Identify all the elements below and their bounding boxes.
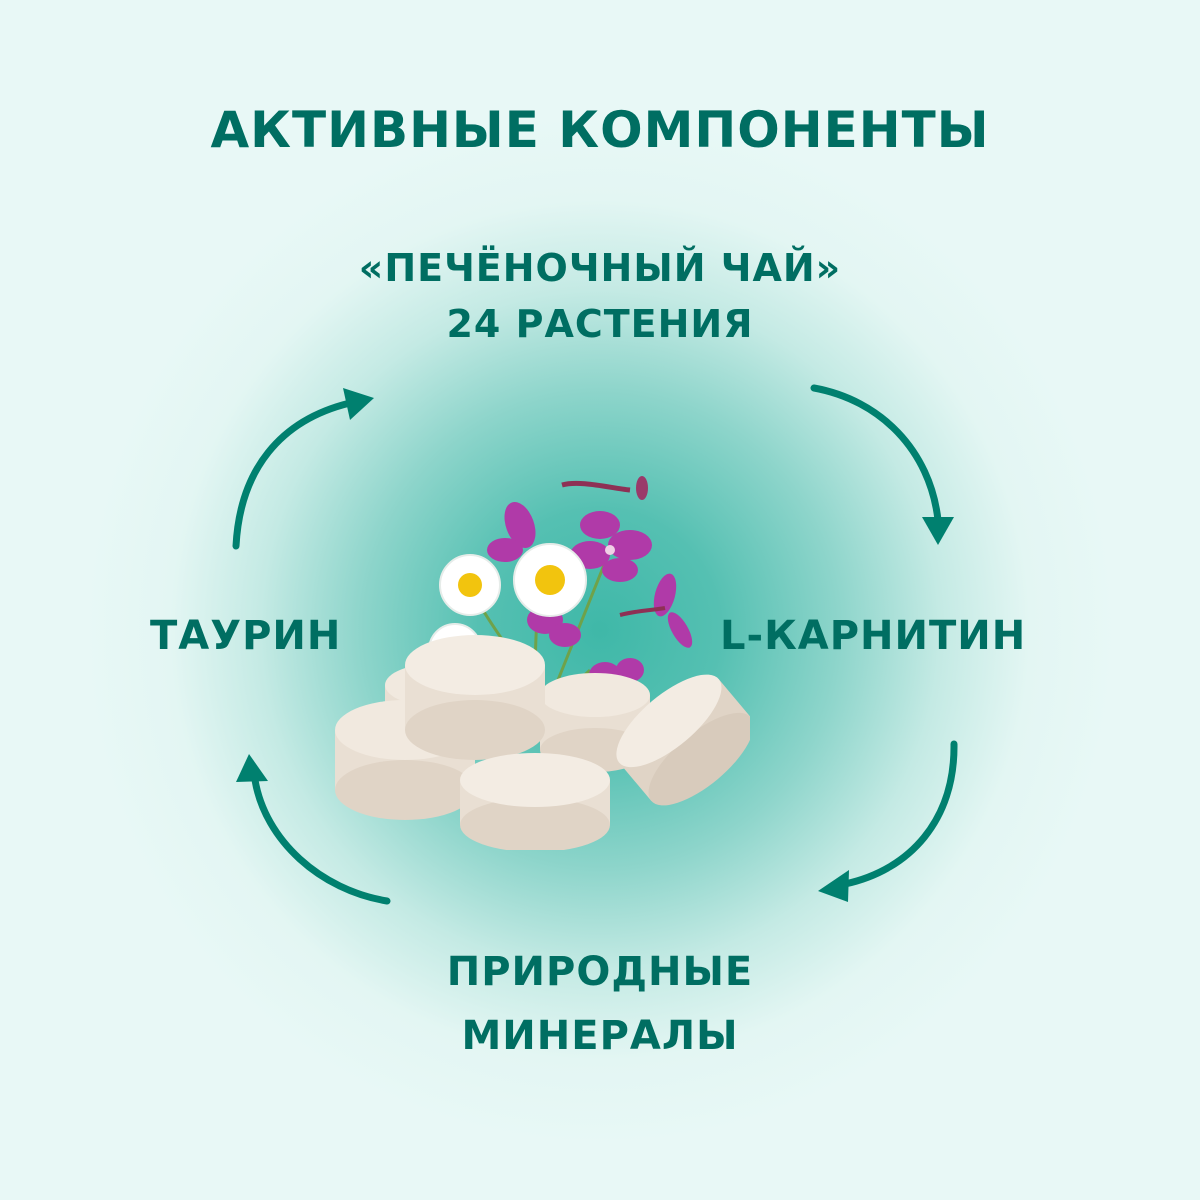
arrow-top-right-icon: [810, 384, 954, 545]
tablet: [616, 674, 750, 806]
component-minerals-line1: ПРИРОДНЫЕ: [446, 949, 754, 995]
component-l-carnitine: L-КАРНИТИН: [720, 613, 1027, 659]
component-liver-tea-count: 24 РАСТЕНИЯ: [446, 302, 754, 346]
tablets-icon: [335, 635, 750, 850]
arrow-top-left-icon: [232, 388, 374, 550]
component-liver-tea: «ПЕЧЁНОЧНЫЙ ЧАЙ» 24 РАСТЕНИЯ: [0, 240, 1200, 352]
product-image: [335, 476, 750, 850]
fireweed-flowers-icon: [487, 476, 693, 688]
tablet: [460, 753, 610, 850]
component-minerals-line2: МИНЕРАЛЫ: [461, 1013, 739, 1059]
tablet: [405, 635, 545, 760]
component-minerals: ПРИРОДНЫЕ МИНЕРАЛЫ: [0, 940, 1200, 1068]
component-taurine: ТАУРИН: [150, 613, 342, 659]
arrow-bottom-left-icon: [236, 754, 391, 905]
page-title: АКТИВНЫЕ КОМПОНЕНТЫ: [210, 101, 990, 159]
arrow-bottom-right-icon: [818, 740, 958, 902]
component-liver-tea-name: «ПЕЧЁНОЧНЫЙ ЧАЙ»: [358, 246, 842, 290]
